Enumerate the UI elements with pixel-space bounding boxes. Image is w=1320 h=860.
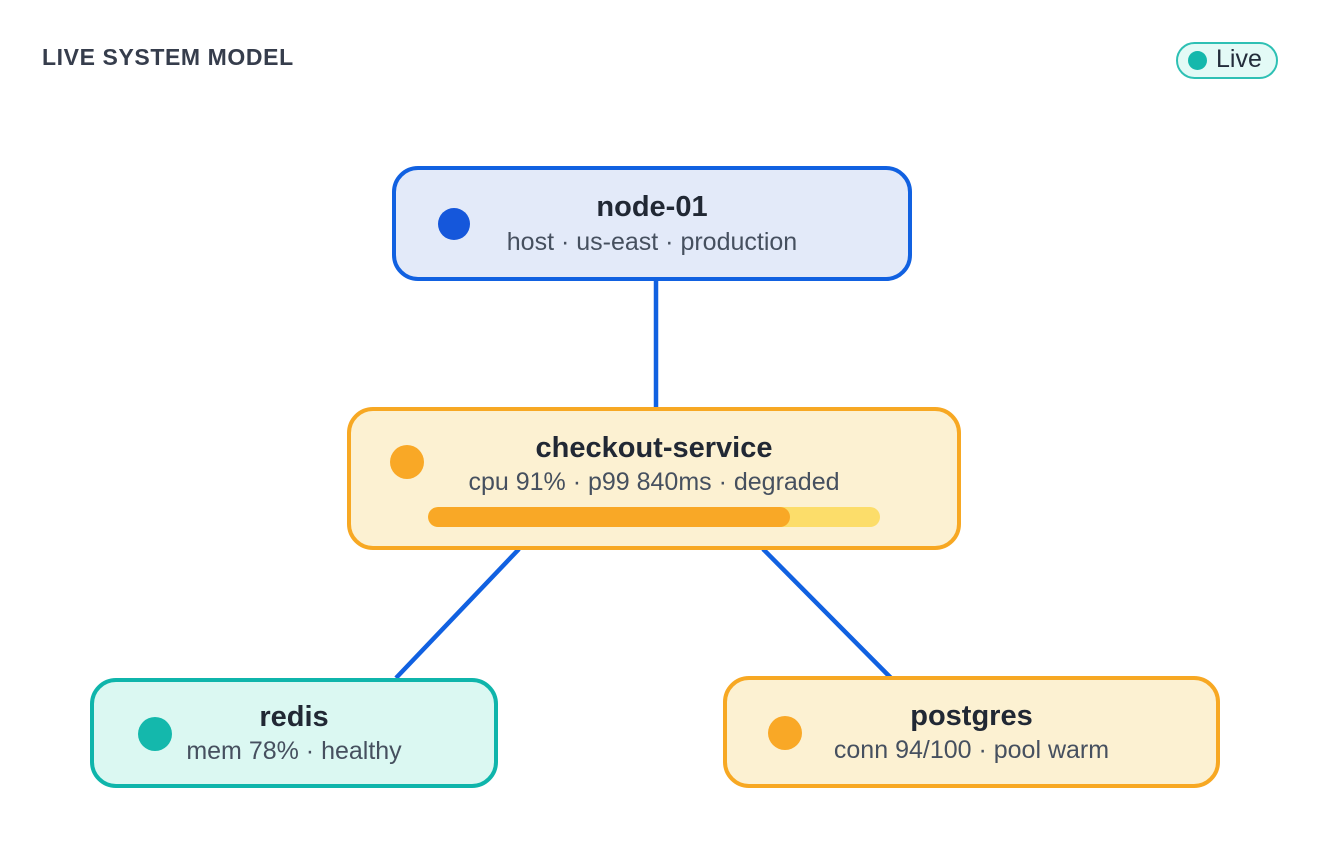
node-title: checkout-service [535,431,773,464]
node-card-redis[interactable]: redis mem 78% · healthy [90,678,498,788]
live-status-dot-icon [1188,51,1207,70]
node-card-checkout-service[interactable]: checkout-service cpu 91% · p99 840ms · d… [347,407,961,550]
status-dot-icon [390,445,424,479]
node-subtitle: conn 94/100 · pool warm [833,736,1110,765]
edge-checkout-to-postgres [761,547,893,680]
node-title: node-01 [596,191,708,224]
status-dot-icon [438,208,470,240]
page-title: LIVE SYSTEM MODEL [42,44,294,70]
node-subtitle: cpu 91% · p99 840ms · degraded [468,468,840,497]
node-title: postgres [910,699,1033,732]
node-subtitle: mem 78% · healthy [186,737,402,766]
node-subtitle: host · us-east · production [506,227,798,256]
node-card-postgres[interactable]: postgres conn 94/100 · pool warm [723,676,1220,788]
status-dot-icon [138,717,172,751]
edge-checkout-to-redis [394,547,521,680]
cpu-progress-track [428,507,880,528]
node-title: redis [259,700,329,733]
cpu-progress-fill [428,507,790,528]
node-card-node-01[interactable]: node-01 host · us-east · production [392,166,912,281]
live-badge: Live [1176,42,1278,79]
live-badge-label: Live [1216,45,1262,73]
status-dot-icon [768,716,802,750]
